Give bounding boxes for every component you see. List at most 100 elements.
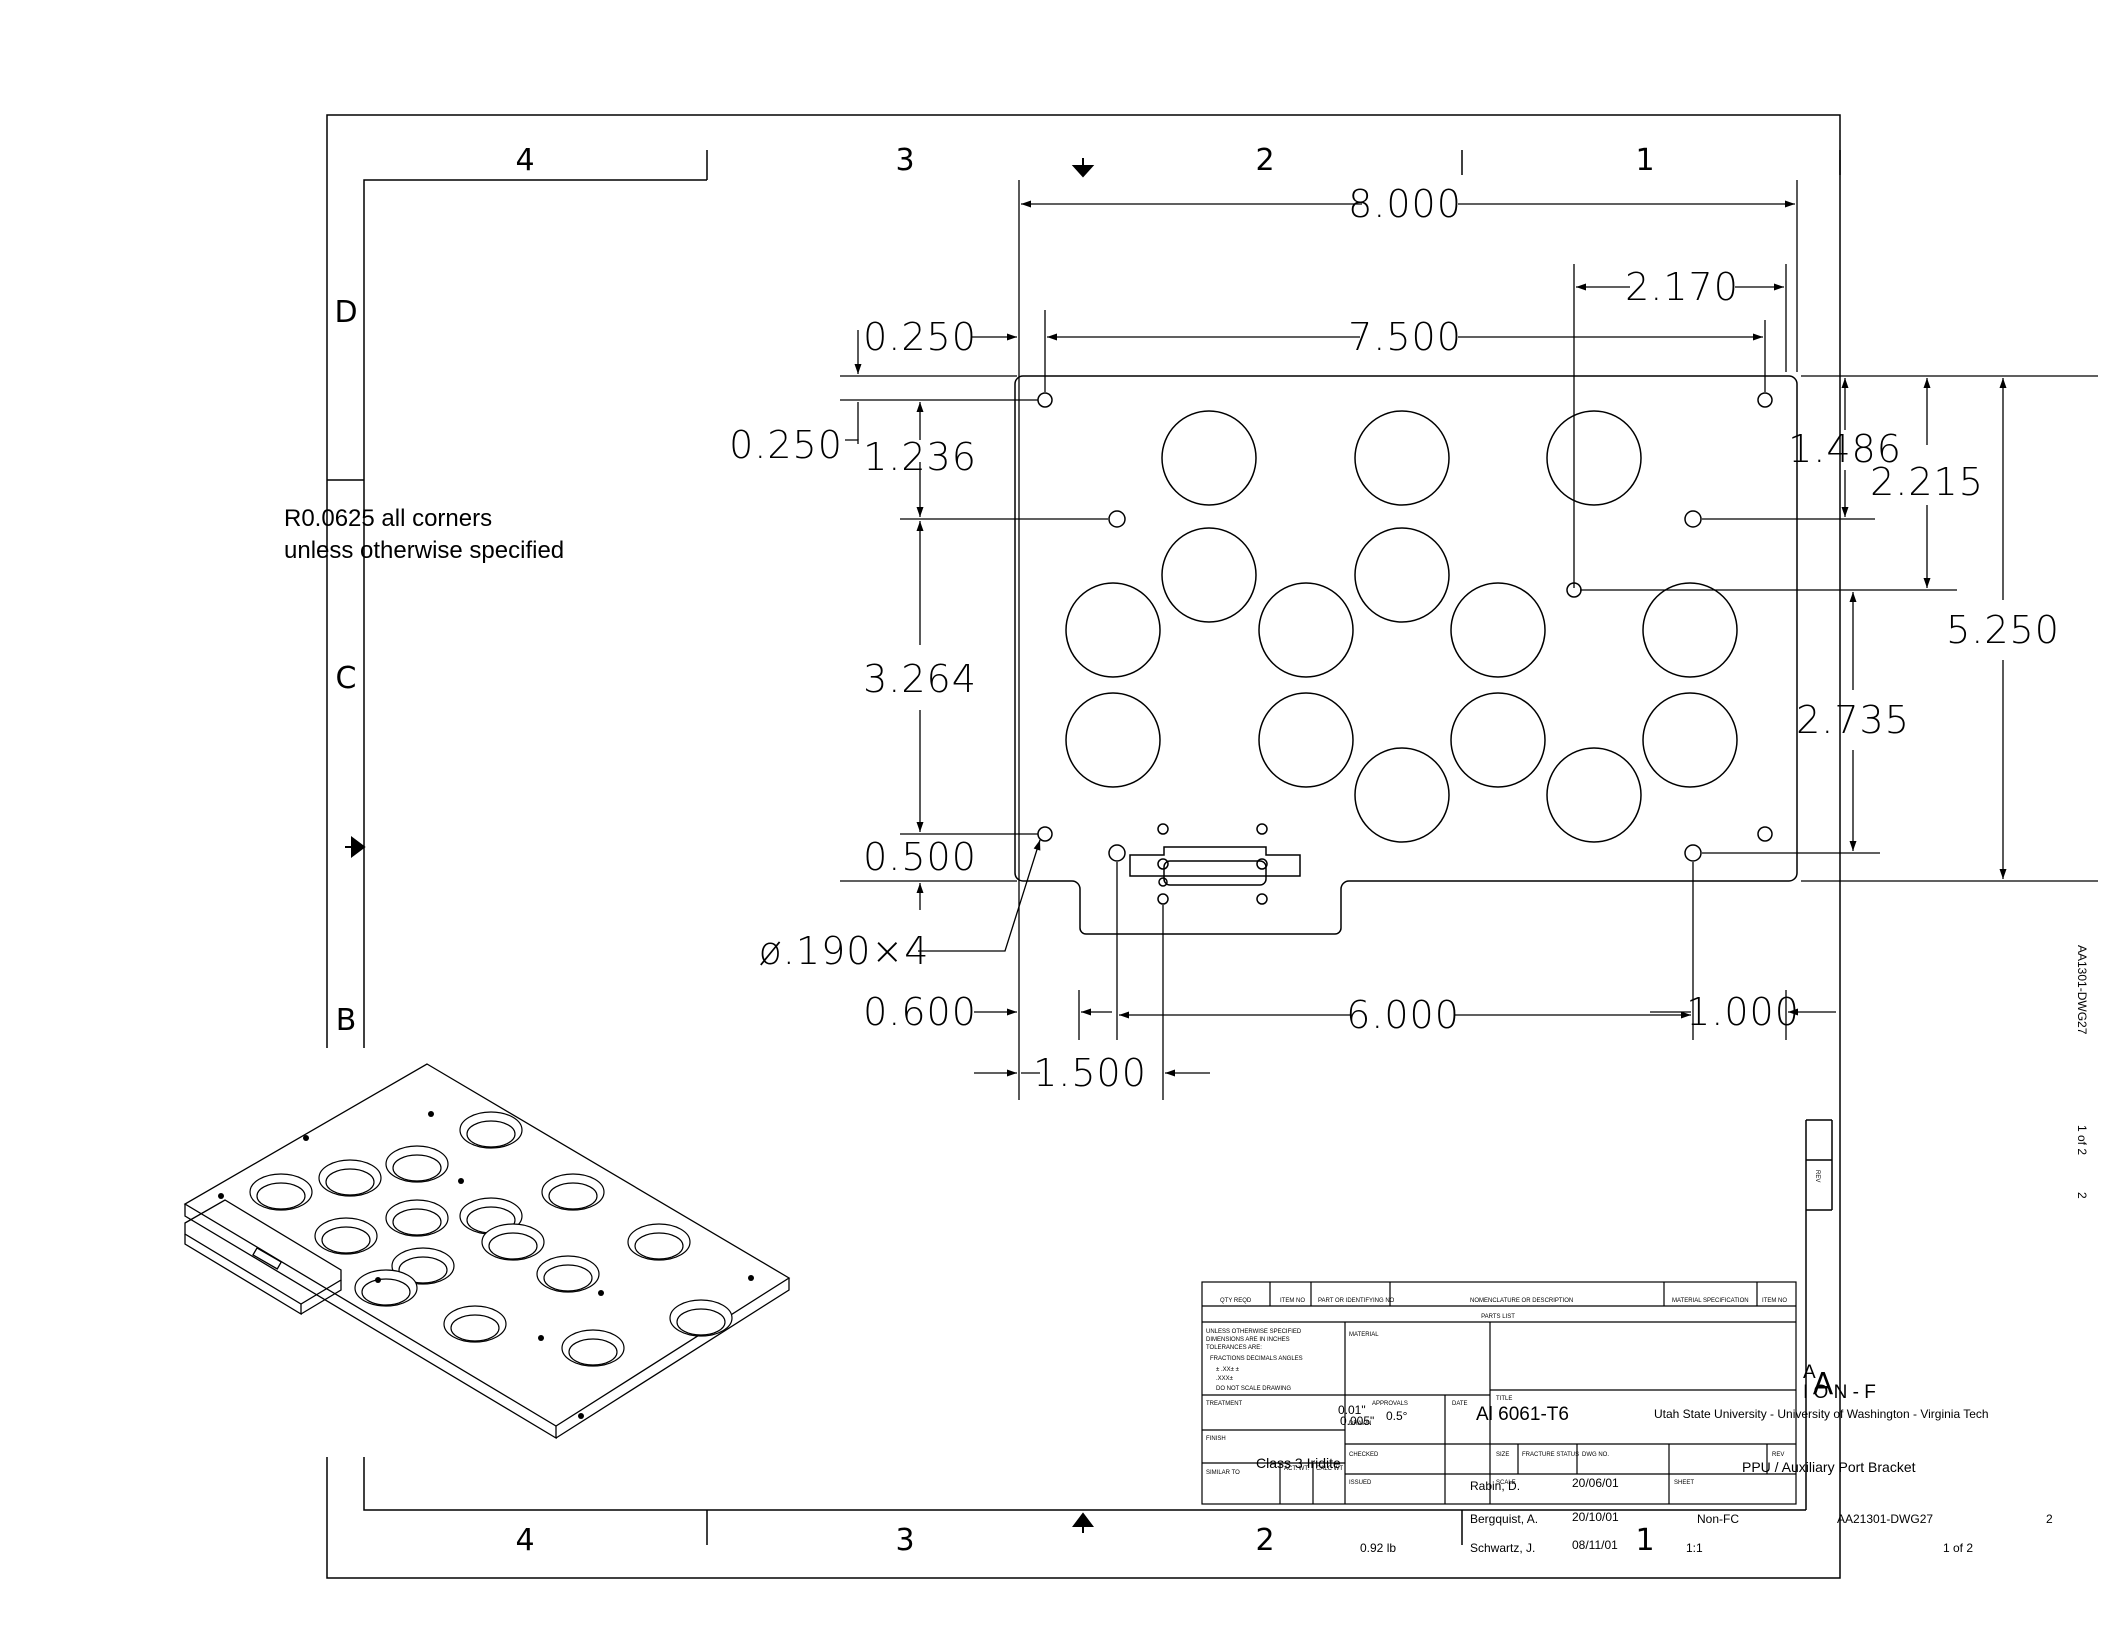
lbl-treatment: TREATMENT bbox=[1206, 1401, 1243, 1407]
title-block-text: QTY REQD ITEM NO PART OR IDENTIFYING NO … bbox=[1206, 1298, 2053, 1555]
zone-row-c: C bbox=[336, 661, 357, 696]
lbl-issued: ISSUED bbox=[1349, 1480, 1372, 1486]
lbl-drawn: DRAWN bbox=[1349, 1421, 1371, 1427]
zone-row-a: A bbox=[1813, 1367, 1834, 1402]
val-checked-by: Bergquist, A. bbox=[1470, 1512, 1538, 1526]
iso-small-hole bbox=[748, 1275, 754, 1281]
iso-hole-inner bbox=[488, 1232, 538, 1260]
isometric-holes bbox=[249, 1111, 733, 1367]
dim-0250-y: 0.250 bbox=[729, 423, 843, 467]
iso-hole-inner bbox=[392, 1154, 442, 1182]
side-rev: 2 bbox=[2075, 1192, 2089, 1199]
isometric-plate-svg bbox=[183, 1063, 791, 1440]
val-weight: 0.92 lb bbox=[1360, 1541, 1396, 1555]
iso-small-hole bbox=[375, 1277, 381, 1283]
lbl-size: SIZE bbox=[1496, 1452, 1509, 1458]
lbl-act-wt: ACT. WT. bbox=[1284, 1466, 1309, 1472]
val-tol-xxx: 0.005" bbox=[1340, 1414, 1374, 1428]
zone-labels: 4 3 2 1 4 3 2 1 D C B A bbox=[334, 143, 1833, 1558]
lbl-sheet: SHEET bbox=[1674, 1480, 1694, 1486]
iso-hole-inner bbox=[450, 1314, 500, 1342]
val-tol-ang: 0.5° bbox=[1386, 1409, 1408, 1423]
hdr-qty: QTY REQD bbox=[1220, 1298, 1252, 1304]
dim-3264: 3.264 bbox=[863, 657, 977, 701]
dim-0500: 0.500 bbox=[863, 835, 977, 879]
dim-1236: 1.236 bbox=[863, 435, 977, 479]
iso-small-hole bbox=[303, 1135, 309, 1141]
isometric-small-holes bbox=[218, 1111, 754, 1419]
tol-line-5: ± .XX± ± bbox=[1216, 1367, 1240, 1373]
val-drawn-by: Rabin, D. bbox=[1470, 1479, 1520, 1493]
iso-hole-inner bbox=[543, 1264, 593, 1292]
val-dwg-no: AA21301-DWG27 bbox=[1837, 1512, 1933, 1526]
iso-small-hole bbox=[598, 1290, 604, 1296]
val-fracture: Non-FC bbox=[1697, 1512, 1739, 1526]
isometric-view bbox=[161, 1048, 793, 1457]
dim-6000: 6.000 bbox=[1346, 993, 1460, 1037]
iso-hole-inner bbox=[548, 1182, 598, 1210]
lbl-date: DATE bbox=[1452, 1401, 1468, 1407]
iso-hole-inner bbox=[392, 1208, 442, 1236]
zone-col-4-top: 4 bbox=[515, 143, 534, 178]
lbl-title: TITLE bbox=[1496, 1396, 1512, 1402]
zone-col-2-bottom: 2 bbox=[1255, 1523, 1274, 1558]
val-scale: 1:1 bbox=[1686, 1541, 1703, 1555]
iso-small-hole bbox=[428, 1111, 434, 1117]
dim-0600: 0.600 bbox=[863, 990, 977, 1034]
dim-1000: 1.000 bbox=[1686, 990, 1800, 1034]
dim-2170: 2.170 bbox=[1625, 265, 1739, 309]
lbl-scale: SCALE bbox=[1496, 1480, 1516, 1486]
tol-line-7: DO NOT SCALE DRAWING bbox=[1216, 1386, 1291, 1392]
iso-small-hole bbox=[218, 1193, 224, 1199]
tol-line-2: DIMENSIONS ARE IN INCHES bbox=[1206, 1337, 1290, 1343]
val-project: I O N - F bbox=[1803, 1382, 1876, 1403]
zone-row-b: B bbox=[336, 1003, 357, 1038]
side-rev-label: REV bbox=[1814, 1170, 1820, 1182]
val-finish: Class 3 Iridite bbox=[1256, 1455, 1341, 1471]
zone-col-4-bottom: 4 bbox=[515, 1523, 534, 1558]
lbl-approvals: APPROVALS bbox=[1372, 1401, 1408, 1407]
iso-hole-inner bbox=[325, 1168, 375, 1196]
lbl-similar: SIMILAR TO bbox=[1206, 1470, 1240, 1476]
dim-8000: 8.000 bbox=[1348, 182, 1462, 226]
zone-col-1-top: 1 bbox=[1635, 143, 1654, 178]
iso-hole-inner bbox=[256, 1182, 306, 1210]
iso-small-hole bbox=[578, 1413, 584, 1419]
dim-2735: 2.735 bbox=[1796, 698, 1910, 742]
val-issued-date: 08/11/01 bbox=[1572, 1538, 1618, 1552]
centering-marks bbox=[345, 158, 1095, 1533]
val-material: Al 6061-T6 bbox=[1476, 1404, 1569, 1425]
side-title-text: AA1301-DWG27 1 of 2 2 REV bbox=[1814, 945, 2089, 1199]
dimension-values: 8.000 7.500 2.170 0.250 0.250 1.236 3.26… bbox=[729, 182, 2060, 1095]
note-line-1: R0.0625 all corners bbox=[284, 505, 493, 532]
dim-1486: 1.486 bbox=[1788, 427, 1902, 471]
hdr-part: PART OR IDENTIFYING NO bbox=[1318, 1298, 1395, 1304]
val-tol-xx: 0.01" bbox=[1338, 1403, 1366, 1417]
zone-col-2-top: 2 bbox=[1255, 143, 1274, 178]
title-block bbox=[1201, 1281, 1797, 1505]
side-dwg-number: AA1301-DWG27 bbox=[2075, 945, 2089, 1035]
note-line-2: unless otherwise specified bbox=[284, 537, 565, 564]
hdr-parts-list: PARTS LIST bbox=[1481, 1314, 1515, 1320]
lbl-checked: CHECKED bbox=[1349, 1452, 1379, 1458]
val-institutions: Utah State University - University of Wa… bbox=[1654, 1407, 1989, 1421]
hdr-material-spec: MATERIAL SPECIFICATION bbox=[1672, 1298, 1749, 1304]
iso-hole-inner bbox=[676, 1308, 726, 1336]
iso-hole-inner bbox=[634, 1232, 684, 1260]
dim-7500: 7.500 bbox=[1348, 315, 1462, 359]
val-rev: 2 bbox=[2046, 1512, 2053, 1526]
val-checked-date: 20/10/01 bbox=[1572, 1510, 1619, 1524]
zone-col-1-bottom: 1 bbox=[1635, 1523, 1654, 1558]
dim-0250-x: 0.250 bbox=[863, 315, 977, 359]
sheet-border bbox=[326, 114, 1841, 1579]
lbl-rev: REV bbox=[1772, 1452, 1784, 1458]
zone-col-3-top: 3 bbox=[895, 143, 914, 178]
lbl-fracture: FRACTURE STATUS bbox=[1522, 1452, 1579, 1458]
iso-hole-inner bbox=[466, 1120, 516, 1148]
iso-small-hole bbox=[538, 1335, 544, 1341]
val-issued-by: Schwartz, J. bbox=[1470, 1541, 1535, 1555]
tol-line-3: TOLERANCES ARE: bbox=[1206, 1345, 1262, 1351]
zone-col-3-bottom: 3 bbox=[895, 1523, 914, 1558]
dim-5250: 5.250 bbox=[1946, 608, 2060, 652]
lbl-calc-wt: CALC WT bbox=[1316, 1466, 1343, 1472]
